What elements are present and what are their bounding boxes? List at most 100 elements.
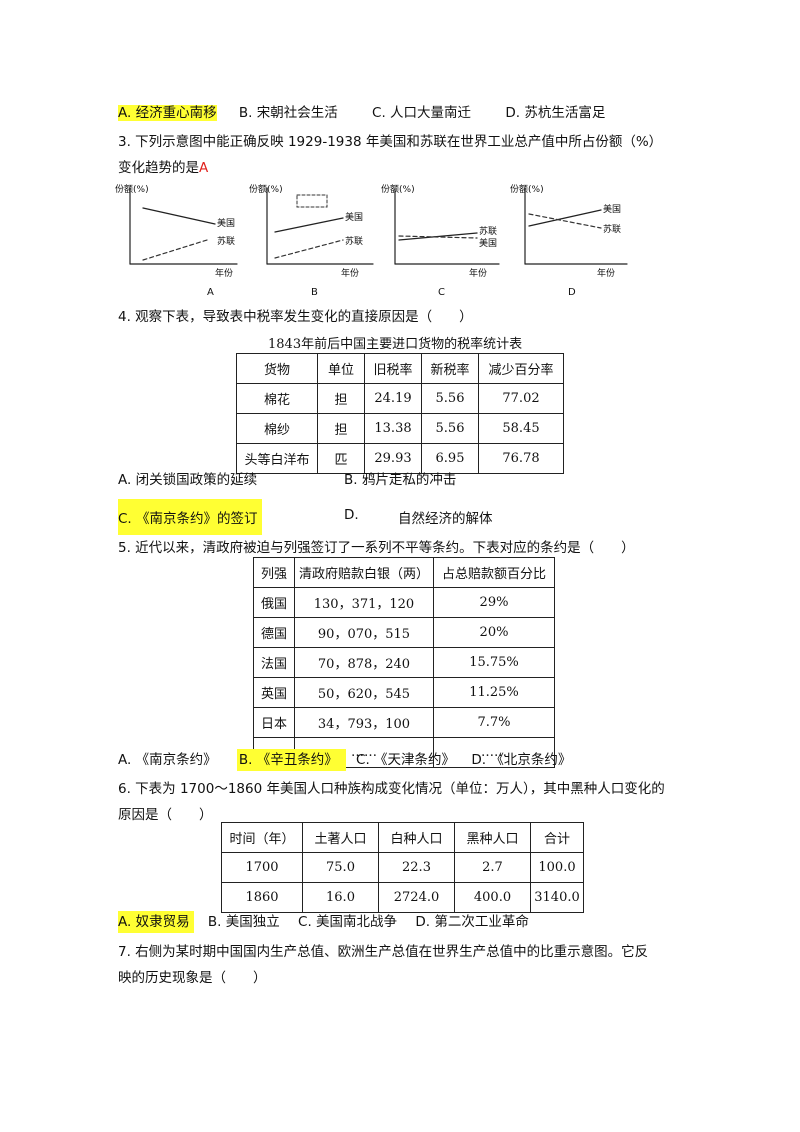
q6-option-d: D. 第二次工业革命 bbox=[415, 914, 529, 930]
table-cell: 29% bbox=[433, 587, 555, 618]
q2-option-b: B. 宋朝社会生活 bbox=[238, 105, 338, 121]
graph-a-label1: 美国 bbox=[217, 217, 235, 229]
table-cell: 1700 bbox=[221, 852, 303, 883]
table-header-cell: 新税率 bbox=[421, 353, 479, 384]
q6-table: 时间（年） 土著人口 白种人口 黑种人口 合计 1700 75.0 22.3 2… bbox=[221, 822, 584, 913]
table-cell: 58.45 bbox=[478, 413, 564, 444]
table-header-row: 列强 清政府赔款白银（两） 占总赔款额百分比 bbox=[253, 557, 555, 588]
graph-d-line-ussr bbox=[528, 213, 602, 229]
table-cell: 70，878，240 bbox=[294, 647, 434, 678]
table-row: 1700 75.0 22.3 2.7 100.0 bbox=[221, 852, 584, 883]
q4-table: 货物 单位 旧税率 新税率 减少百分率 棉花 担 24.19 5.56 77.0… bbox=[236, 353, 564, 474]
table-header-cell: 土著人口 bbox=[302, 822, 379, 853]
q4-option-c: C. 《南京条约》的签订 bbox=[118, 499, 262, 535]
table-cell: 13.38 bbox=[364, 413, 422, 444]
graph-a-letter: A bbox=[207, 287, 214, 298]
graph-c-xlabel: 年份 bbox=[469, 267, 487, 279]
graph-d-ylabel: 份额(%) bbox=[510, 183, 544, 195]
q6-option-b: B. 美国独立 bbox=[207, 914, 280, 930]
table-cell: …… bbox=[433, 737, 555, 768]
table-cell: 77.02 bbox=[478, 383, 564, 414]
table-cell: 22.3 bbox=[378, 852, 455, 883]
table-header-cell: 合计 bbox=[530, 822, 584, 853]
table-cell: 34，793，100 bbox=[294, 707, 434, 738]
q7-stem-line1: 7. 右侧为某时期中国国内生产总值、欧洲生产总值在世界生产总值中的比重示意图。它… bbox=[118, 944, 649, 960]
q7-stem-line2: 映的历史现象是（ ） bbox=[118, 970, 267, 986]
graph-b-ylabel: 份额(%) bbox=[249, 183, 283, 195]
table-cell: 英国 bbox=[253, 677, 295, 708]
table-cell: 德国 bbox=[253, 617, 295, 648]
q2-option-d: D. 苏杭生活富足 bbox=[505, 105, 606, 121]
graph-c-label1: 苏联 bbox=[479, 225, 497, 237]
table-cell: 5.56 bbox=[421, 413, 479, 444]
q6-stem-line1: 6. 下表为 1700～1860 年美国人口种族构成变化情况（单位：万人），其中… bbox=[118, 781, 665, 797]
table-cell: 法国 bbox=[253, 647, 295, 678]
q5-options: A. 《南京条约》 B. 《辛丑条约》 C. 《天津条约》 D. 《北京条约》 bbox=[118, 748, 572, 771]
q5-option-a: A. 《南京条约》 bbox=[118, 752, 217, 768]
q6-options: A. 奴隶贸易 B. 美国独立 C. 美国南北战争 D. 第二次工业革命 bbox=[118, 910, 529, 933]
graph-b-line-usa bbox=[274, 217, 344, 233]
table-cell: 16.0 bbox=[302, 882, 379, 913]
table-cell: 3140.0 bbox=[530, 882, 584, 913]
graph-a-line-usa bbox=[142, 207, 216, 225]
q2-option-c: C. 人口大量南迁 bbox=[372, 105, 472, 121]
q4-stem: 4. 观察下表，导致表中税率发生变化的直接原因是（ ） bbox=[118, 309, 473, 325]
q6-option-a: A. 奴隶贸易 bbox=[118, 911, 194, 933]
table-cell: 29.93 bbox=[364, 443, 422, 474]
table-cell: 130，371，120 bbox=[294, 587, 434, 618]
table-header-cell: 货物 bbox=[236, 353, 318, 384]
table-header-cell: 白种人口 bbox=[378, 822, 455, 853]
graph-d-label1: 美国 bbox=[603, 203, 621, 215]
table-cell: 担 bbox=[317, 413, 365, 444]
q5-option-d: D. 《北京条约》 bbox=[471, 752, 572, 768]
q4-option-d-text: 自然经济的解体 bbox=[398, 511, 493, 527]
graph-c-line-ussr bbox=[398, 235, 478, 239]
q3-stem-line1: 3. 下列示意图中能正确反映 1929-1938 年美国和苏联在世界工业总产值中… bbox=[118, 134, 663, 150]
q4-table-title: 1843年前后中国主要进口货物的税率统计表 bbox=[268, 337, 523, 352]
table-row: 日本 34，793，100 7.7% bbox=[253, 707, 555, 738]
table-header-cell: 单位 bbox=[317, 353, 365, 384]
table-header-cell: 减少百分率 bbox=[478, 353, 564, 384]
graph-d-letter: D bbox=[568, 287, 576, 298]
table-cell: 75.0 bbox=[302, 852, 379, 883]
table-header-row: 货物 单位 旧税率 新税率 减少百分率 bbox=[236, 353, 564, 384]
q5-stem: 5. 近代以来，清政府被迫与列强签订了一系列不平等条约。下表对应的条约是（ ） bbox=[118, 540, 635, 556]
table-cell: 20% bbox=[433, 617, 555, 648]
q6-stem-line2: 原因是（ ） bbox=[118, 807, 213, 823]
table-row: 头等白洋布 匹 29.93 6.95 76.78 bbox=[236, 443, 564, 474]
graph-d: 份额(%) 美国 苏联 年份 D bbox=[510, 183, 628, 298]
table-cell: 90，070，515 bbox=[294, 617, 434, 648]
table-cell: 100.0 bbox=[530, 852, 584, 883]
table-row: 棉花 担 24.19 5.56 77.02 bbox=[236, 383, 564, 414]
graph-c-label2: 美国 bbox=[479, 237, 497, 249]
table-cell: 400.0 bbox=[454, 882, 531, 913]
table-cell: 2724.0 bbox=[378, 882, 455, 913]
q6-option-c: C. 美国南北战争 bbox=[298, 914, 398, 930]
graph-c-ylabel: 份额(%) bbox=[381, 183, 415, 195]
table-row: 俄国 130，371，120 29% bbox=[253, 587, 555, 618]
graph-a-ylabel: 份额(%) bbox=[115, 183, 149, 195]
graph-b-label2: 苏联 bbox=[345, 235, 363, 247]
q5-option-b: B. 《辛丑条约》 bbox=[236, 749, 346, 771]
q2-option-a: A. 经济重心南移 bbox=[118, 105, 217, 121]
table-header-row: 时间（年） 土著人口 白种人口 黑种人口 合计 bbox=[221, 822, 584, 853]
graph-d-label2: 苏联 bbox=[603, 223, 621, 235]
table-cell: 76.78 bbox=[478, 443, 564, 474]
table-cell: 24.19 bbox=[364, 383, 422, 414]
table-row: 法国 70，878，240 15.75% bbox=[253, 647, 555, 678]
graph-a: 份额(%) 美国 苏联 年份 A bbox=[115, 183, 238, 298]
graph-b: 份额(%) 美国 苏联 年份 B bbox=[249, 183, 374, 298]
table-row: 1860 16.0 2724.0 400.0 3140.0 bbox=[221, 882, 584, 913]
graph-c-letter: C bbox=[438, 287, 445, 298]
table-cell: 5.56 bbox=[421, 383, 479, 414]
graph-d-line-usa bbox=[528, 209, 602, 227]
table-header-cell: 占总赔款额百分比 bbox=[433, 557, 555, 588]
table-cell: 2.7 bbox=[454, 852, 531, 883]
table-cell: 1860 bbox=[221, 882, 303, 913]
q4-option-a: A. 闭关锁国政策的延续 bbox=[118, 472, 258, 488]
q3-stem-line2: 变化趋势的是A bbox=[118, 156, 208, 176]
q5-table: 列强 清政府赔款白银（两） 占总赔款额百分比 俄国 130，371，120 29… bbox=[253, 557, 555, 768]
table-cell: 日本 bbox=[253, 707, 295, 738]
graph-b-box bbox=[296, 194, 328, 208]
table-cell: 7.7% bbox=[433, 707, 555, 738]
